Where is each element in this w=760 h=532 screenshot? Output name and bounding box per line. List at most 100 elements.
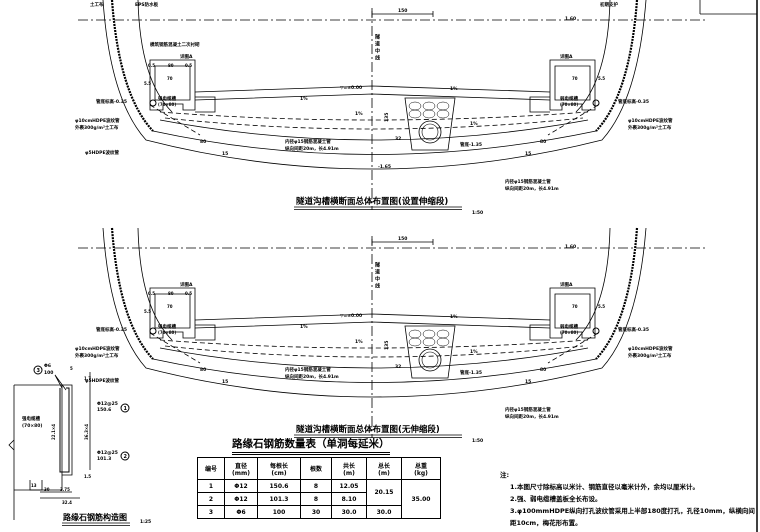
- cell: 8.10: [331, 492, 367, 506]
- dimension-label: 13: [31, 483, 37, 488]
- invert-top: [159, 347, 589, 369]
- invert-inner: [152, 358, 597, 383]
- gravel-fill: [422, 101, 436, 111]
- dimension-label: 15: [222, 151, 228, 157]
- detail-a-label: 详图A: [180, 53, 193, 60]
- centerline-label: 隧道中线: [374, 262, 380, 290]
- strong-cable-label: 强电缆槽: [158, 95, 176, 102]
- centerline-label: 隧道中线: [374, 34, 380, 62]
- hdpe-pipe-right: [592, 99, 600, 107]
- drainage-line: [164, 345, 584, 358]
- road-surface-top: [194, 85, 551, 93]
- secondary-lining-right: [575, 227, 611, 341]
- cell: 8: [300, 492, 332, 506]
- dimension-label: 0.5: [185, 63, 192, 68]
- dimension-label: 5.5: [144, 81, 151, 86]
- cable-size-label: (70×80): [560, 330, 578, 335]
- note-item: 2.强、弱电缆槽盖板全长布设。: [510, 495, 602, 503]
- dimension-150: [371, 11, 434, 17]
- dimension-label: 1.7: [84, 376, 91, 381]
- hdpe-small-label: φ5HDPE波纹管: [85, 149, 120, 156]
- concrete-pipe: [418, 120, 442, 144]
- elevation-bottom-label: -1.65: [378, 164, 391, 170]
- cell: Φ12: [224, 479, 258, 493]
- col-header: 每根长 (cm): [257, 457, 301, 480]
- rebar-3-label: Φ6: [44, 363, 51, 369]
- section-scale: 1:50: [472, 438, 483, 444]
- dimension-label: 32.4: [62, 500, 72, 505]
- strong-cable-trough-inner: [154, 65, 191, 101]
- dimension-label: 3.75: [60, 487, 70, 492]
- detail-a-label: 详图A: [560, 281, 573, 288]
- strong-cable-label: 强电缆槽: [158, 323, 176, 330]
- road-surface-top: [194, 313, 551, 321]
- mark-circle-2: [120, 451, 130, 461]
- cell: Φ6: [224, 505, 258, 519]
- gravel-fill: [422, 329, 436, 339]
- cell: 12.05: [331, 479, 367, 493]
- dimension-label: 80: [200, 367, 206, 373]
- detail-scale: 1:25: [140, 519, 151, 525]
- concrete-pipe-label: 内径φ15钢筋混凝土管: [505, 178, 551, 185]
- dimension-label: 30: [44, 487, 50, 492]
- rebar-table-title: 路缘石钢筋数量表（单洞每延米）: [232, 436, 390, 455]
- strong-cable-trough: [149, 59, 196, 111]
- rebar-outline: [59, 387, 70, 473]
- cell: 1: [197, 479, 225, 493]
- rebar-quantity-table: 编号 直径 (mm) 每根长 (cm) 根数 共长 (m) 总长 (m) 总重 …: [197, 457, 441, 519]
- slope-label: 1%: [355, 111, 363, 117]
- col-header: 总重 (kg): [401, 457, 441, 480]
- dimension-label: 15: [525, 379, 531, 385]
- drawing-frame: [699, 0, 758, 532]
- cell: 101.3: [257, 492, 301, 506]
- dimension-label: 150: [398, 8, 407, 14]
- pipe-bottom-label: 管底-1.35: [460, 369, 482, 376]
- hdpe-pipe-label: φ10cmHDPE波纹管: [75, 117, 120, 124]
- mark-circle-1: [120, 403, 130, 413]
- concrete-pipe-spacing-label: 纵向间距20m，长4.91m: [505, 185, 559, 192]
- hdpe-pipe-label: φ10cmHDPE波纹管: [628, 117, 673, 124]
- pipe-elevation-label: 管底标高-0.35: [96, 326, 127, 333]
- table-row: 1 Φ12 150.6 8 12.05 20.15 35.00: [197, 479, 441, 519]
- invert-inner: [152, 130, 597, 155]
- dimension-label: 0.5: [185, 291, 192, 296]
- dimension-label: 15: [525, 151, 531, 157]
- slope-label: 1%: [450, 314, 458, 320]
- dimension-label: 80: [168, 291, 174, 296]
- col-header: 直径 (mm): [224, 457, 258, 480]
- secondary-lining-right: [575, 0, 611, 113]
- pipe-elevation-label: 管底标高-0.35: [618, 98, 649, 105]
- slope-label: 1%: [300, 96, 308, 102]
- notes-heading: 注:: [500, 471, 510, 479]
- dimension-label: 150: [398, 236, 407, 242]
- concrete-pipe-label: 内径φ15钢筋混凝土管: [285, 138, 331, 145]
- detail-a-label: 详图A: [180, 281, 193, 288]
- bottom-dimension: [40, 491, 80, 499]
- curb-rebar-detail: 312Φ610051.7Φ12@25150.6Φ12@25101.3强电缆槽(7…: [8, 363, 151, 526]
- slope-label: 1%: [300, 324, 308, 330]
- weak-cable-trough-inner: [554, 293, 591, 329]
- gravel-fill: [408, 329, 422, 339]
- section-title: 隧道沟槽横断面总体布置图(设置伸缩段): [296, 196, 448, 207]
- cell: 150.6: [257, 479, 301, 493]
- dimension-label: 5.5: [598, 304, 605, 309]
- hdpe-pipe-left: [149, 327, 157, 335]
- center-drain-trench: [404, 97, 456, 151]
- drainage-line: [164, 117, 584, 130]
- weak-cable-label: 弱电缆槽: [560, 323, 578, 330]
- note-item: 1.本图尺寸除标高以米计、钢筋直径以毫米计外，余均以厘米计。: [510, 483, 699, 491]
- hdpe-small-label: φ5HDPE波纹管: [85, 377, 120, 384]
- primary-support-label: 初期支护: [600, 1, 618, 8]
- pipe-bottom-label: 管底-1.35: [460, 141, 482, 148]
- dimension-13: [29, 480, 43, 491]
- geotextile-label: 土工布: [90, 1, 104, 8]
- side-drain-right: [529, 324, 550, 341]
- transverse-pipe: [547, 104, 599, 136]
- cell: 30.0: [331, 505, 367, 519]
- dimension-label: 1.5: [84, 474, 91, 479]
- drainage-line: [159, 339, 589, 349]
- weak-cable-label: 弱电缆槽: [560, 95, 578, 102]
- rebar-3-spacing: 100: [44, 370, 53, 376]
- table-row: 3 Φ6 100 30 30.0 30.0: [197, 505, 441, 519]
